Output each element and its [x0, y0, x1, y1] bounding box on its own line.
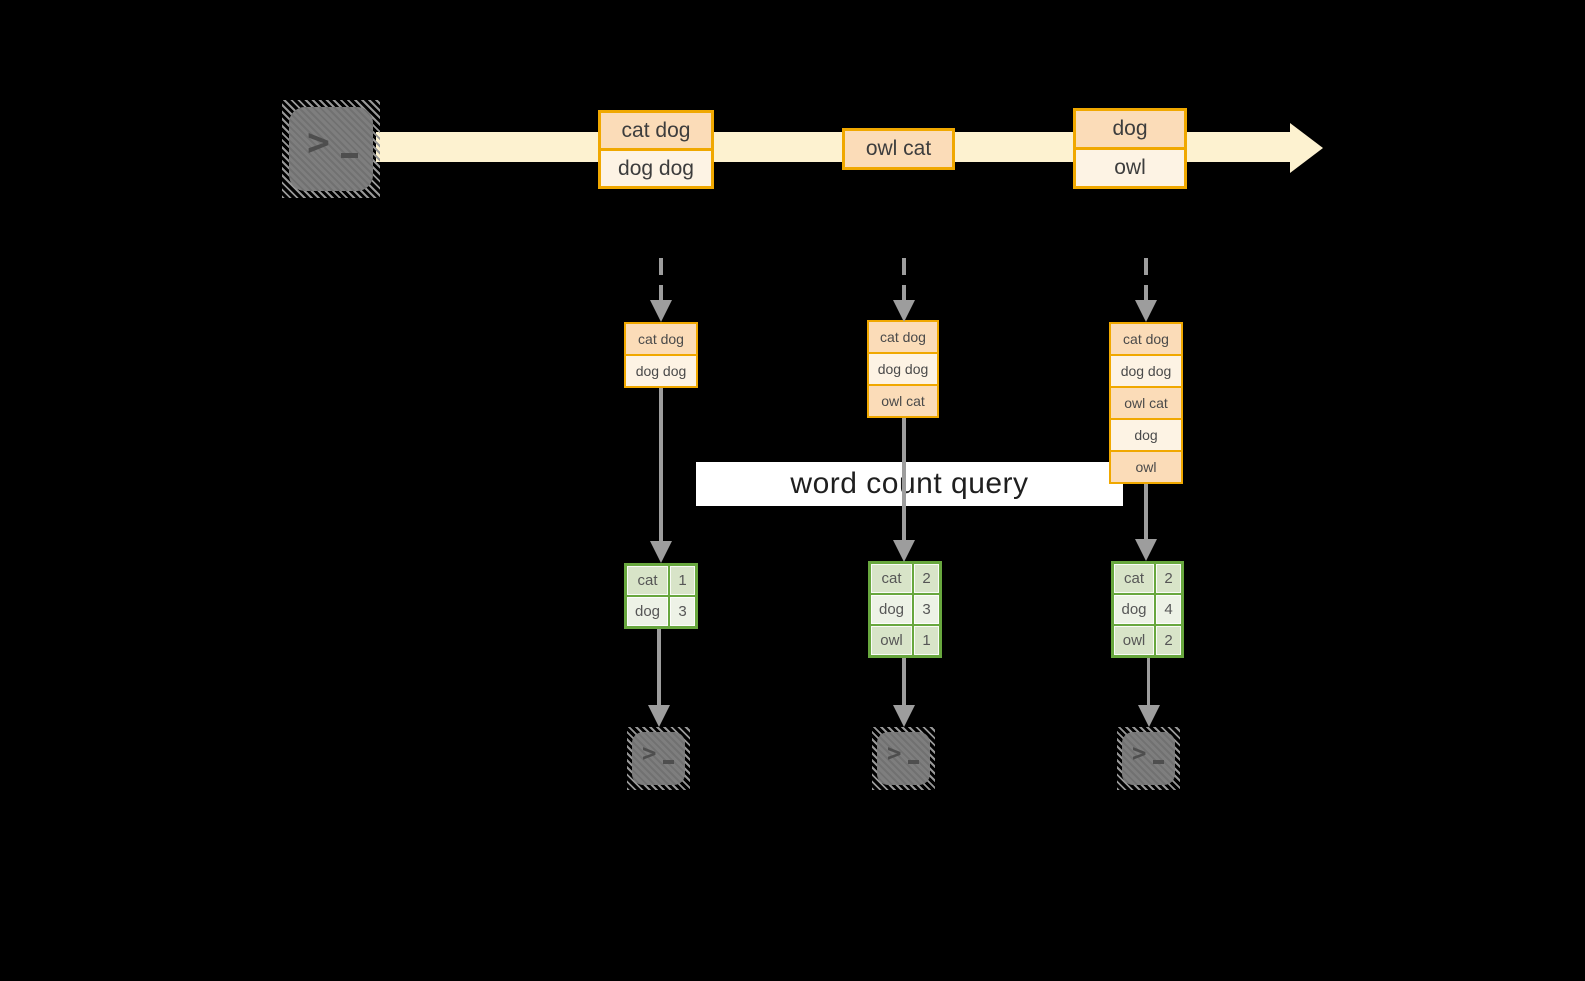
query-arrow-head-1: [650, 541, 672, 563]
query-arrow-head-2: [893, 540, 915, 562]
terminal-cursor-icon: [663, 760, 674, 764]
result-count-cell: 3: [914, 595, 939, 624]
trigger-arrow-line-2: [902, 258, 906, 300]
query-arrow-head-3: [1135, 539, 1157, 561]
query-arrow-line-2: [902, 418, 906, 540]
result-count-cell: 2: [1156, 564, 1181, 593]
stream-event-row: owl: [1076, 147, 1184, 186]
terminal-prompt-icon: >: [1132, 739, 1147, 767]
terminal-cursor-icon: [908, 760, 919, 764]
terminal-screen: >: [877, 732, 930, 785]
output-terminal-icon-1: >: [627, 727, 690, 790]
result-word-cell: owl: [871, 626, 912, 655]
terminal-screen: >: [632, 732, 685, 785]
trigger-arrow-head-3: [1135, 300, 1157, 322]
terminal-prompt-icon: >: [642, 739, 657, 767]
stream-event-row: dog dog: [601, 148, 711, 186]
result-word-cell: dog: [1114, 595, 1154, 624]
result-count-cell: 4: [1156, 595, 1181, 624]
trigger-arrow-line-3: [1144, 258, 1148, 300]
query-label: word count query: [790, 467, 1029, 500]
result-word-cell: cat: [1114, 564, 1154, 593]
input-table-row: dog dog: [1111, 354, 1181, 386]
query-arrow-line-1: [659, 388, 663, 541]
trigger-arrow-line-1: [659, 258, 663, 300]
input-table-row: cat dog: [869, 322, 937, 352]
input-table-row: dog dog: [869, 352, 937, 384]
trigger-arrow-head-1: [650, 300, 672, 322]
terminal-screen: >: [1122, 732, 1175, 785]
input-table-row: dog dog: [626, 354, 696, 386]
output-arrow-line-3: [1146, 658, 1151, 705]
query-arrow-line-3: [1144, 484, 1148, 539]
result-word-cell: cat: [871, 564, 912, 593]
terminal-screen: >: [289, 107, 373, 191]
input-table-row: owl cat: [1111, 386, 1181, 418]
terminal-cursor-icon: [1153, 760, 1164, 764]
output-terminal-icon-2: >: [872, 727, 935, 790]
output-arrow-head-1: [647, 705, 670, 727]
stream-batch-box-2: owl cat: [842, 128, 955, 170]
input-table-row: dog: [1111, 418, 1181, 450]
stream-event-row: owl cat: [845, 131, 952, 167]
input-table-row: cat dog: [1111, 324, 1181, 354]
stream-arrowhead-icon: [1290, 123, 1323, 173]
input-table-row: cat dog: [626, 324, 696, 354]
terminal-prompt-icon: >: [307, 120, 330, 164]
output-arrow-head-3: [1137, 705, 1160, 727]
trigger-arrow-head-2: [893, 300, 915, 322]
result-word-cell: owl: [1114, 626, 1154, 655]
terminal-cursor-icon: [341, 153, 358, 158]
result-word-cell: cat: [627, 566, 668, 595]
result-word-cell: dog: [627, 597, 668, 626]
result-count-cell: 1: [914, 626, 939, 655]
output-arrow-line-2: [902, 658, 906, 705]
source-terminal-icon: >: [282, 100, 380, 198]
result-word-cell: dog: [871, 595, 912, 624]
result-count-cell: 2: [1156, 626, 1181, 655]
query-label-band: word count query: [696, 462, 1123, 506]
terminal-prompt-icon: >: [887, 739, 902, 767]
output-arrow-head-2: [892, 705, 915, 727]
input-table-row: owl cat: [869, 384, 937, 416]
stream-event-row: cat dog: [601, 113, 711, 148]
stream-event-row: dog: [1076, 111, 1184, 147]
result-count-cell: 1: [670, 566, 695, 595]
result-count-cell: 3: [670, 597, 695, 626]
result-count-cell: 2: [914, 564, 939, 593]
output-arrow-line-1: [657, 629, 661, 705]
output-terminal-icon-3: >: [1117, 727, 1180, 790]
input-table-row: owl: [1111, 450, 1181, 482]
